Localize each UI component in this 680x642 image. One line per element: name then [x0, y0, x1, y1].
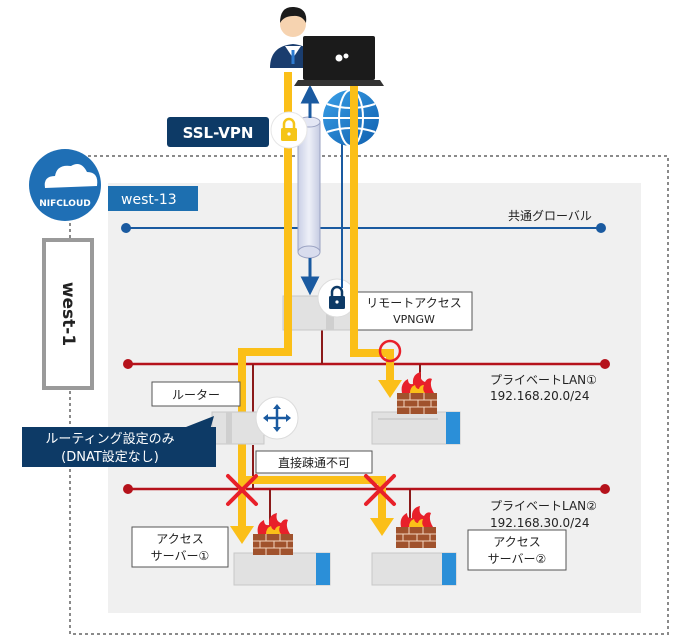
vpn-tunnel — [297, 116, 321, 259]
access-server2 — [371, 552, 457, 586]
access-path-arrowheads — [230, 380, 402, 544]
access-server1-firewall-icon — [253, 513, 293, 555]
access-server1 — [233, 552, 331, 586]
region-boundary — [69, 155, 669, 635]
routing-note-line2: (DNAT設定なし) — [61, 449, 159, 465]
nifcloud-logo: NIFCLOUD — [29, 149, 101, 221]
vpngw-label-box — [355, 291, 473, 331]
nifcloud-logo-text: NIFCLOUD — [39, 199, 90, 209]
access-server1-label-line1: アクセス — [156, 532, 203, 546]
direct-comm-label: 直接疎通不可 — [278, 455, 350, 470]
vpngw-label-line1: リモートアクセス — [366, 296, 461, 310]
direct-comm-label-box — [255, 450, 373, 474]
lan2-endpoint-right — [600, 484, 610, 494]
lan1-subnet: 192.168.20.0/24 — [490, 389, 589, 403]
lan1-endpoint-left — [123, 359, 133, 369]
vpngw-lock-icon — [317, 278, 357, 318]
access-server2-label-line2: サーバー② — [488, 552, 547, 566]
router-icon — [255, 396, 299, 440]
global-network-endpoint-left — [121, 223, 131, 233]
laptop-icon — [294, 36, 384, 86]
lan2-subnet: 192.168.30.0/24 — [490, 516, 589, 530]
lan1-server — [371, 411, 461, 445]
lan1-firewall-icon — [397, 372, 437, 414]
routing-note-callout — [22, 416, 216, 467]
lan1-endpoint-right — [600, 359, 610, 369]
lan1-name: プライベートLAN① — [490, 373, 597, 387]
lan2-name: プライベートLAN② — [490, 499, 597, 513]
blocked-x-right — [364, 474, 396, 506]
access-server2-label-line1: アクセス — [493, 535, 540, 549]
zone-label: west-13 — [121, 192, 177, 208]
zone-label-box — [108, 186, 198, 211]
ssl-vpn-label: SSL-VPN — [183, 124, 254, 142]
router-label: ルーター — [172, 388, 220, 402]
region-label-box — [42, 238, 94, 390]
access-server2-label-box — [467, 529, 567, 571]
access-server1-label-line2: サーバー① — [151, 549, 210, 563]
ssl-lock-icon — [270, 111, 308, 149]
global-network-label: 共通グローバル — [508, 209, 592, 223]
vpngw-label-line2: VPNGW — [393, 313, 435, 326]
router-label-box — [151, 381, 241, 407]
blocked-x-left — [226, 474, 258, 506]
access-server1-label-box — [131, 526, 229, 568]
global-network-endpoint-right — [596, 223, 606, 233]
routing-note-line1: ルーティング設定のみ — [45, 431, 174, 447]
tunnel-arrows — [300, 84, 320, 296]
lan2-endpoint-left — [123, 484, 133, 494]
access-server2-firewall-icon — [396, 506, 436, 548]
vpngw-lan1-connection-marker — [378, 339, 402, 363]
ssl-vpn-label-box — [167, 117, 269, 147]
region-label: west-1 — [58, 282, 78, 346]
